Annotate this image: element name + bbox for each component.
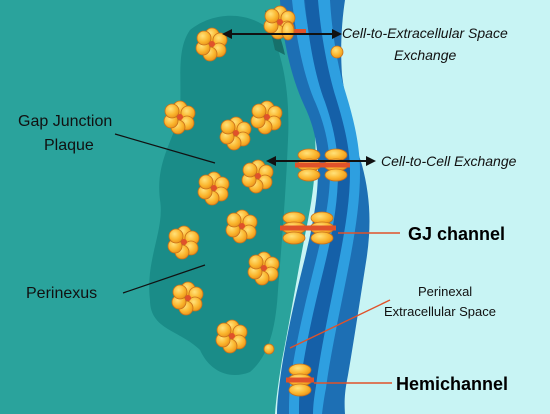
connexon-icon [263, 343, 275, 355]
hemichannel [285, 363, 315, 397]
connexon-icon [294, 148, 324, 182]
small-connexons [263, 45, 344, 355]
pointer-line-icon [289, 299, 391, 349]
cell-to-extracellular-label-line2: Exchange [394, 47, 456, 63]
arrows [114, 29, 400, 384]
top-hemichannel [281, 21, 306, 41]
connexon-icon [307, 211, 337, 245]
connexon-icon [279, 211, 309, 245]
cell-to-cell-label: Cell-to-Cell Exchange [381, 153, 517, 169]
connexon-icon [330, 45, 344, 59]
perinexus-label: Perinexus [26, 285, 97, 302]
pointer-line-icon [122, 264, 206, 294]
perinexal-label-line2: Extracellular Space [384, 304, 496, 319]
gap-junction-label-line1: Gap Junction [18, 113, 112, 130]
pointer-line-icon [114, 133, 216, 164]
connexon-icon [285, 363, 315, 397]
gap-junction-label-line2: Plaque [44, 137, 94, 154]
label-backdrop [345, 20, 539, 66]
membrane-leaflet-right [313, 0, 360, 414]
cell-to-extracellular-label-line1: Cell-to-Extracellular Space [342, 25, 508, 41]
gj-channel-label: GJ channel [408, 224, 505, 244]
connexon-icon [321, 148, 351, 182]
hemichannel-label: Hemichannel [396, 374, 508, 394]
perinexal-label-line1: Perinexal [418, 284, 472, 299]
intercellular-gap [299, 0, 350, 414]
